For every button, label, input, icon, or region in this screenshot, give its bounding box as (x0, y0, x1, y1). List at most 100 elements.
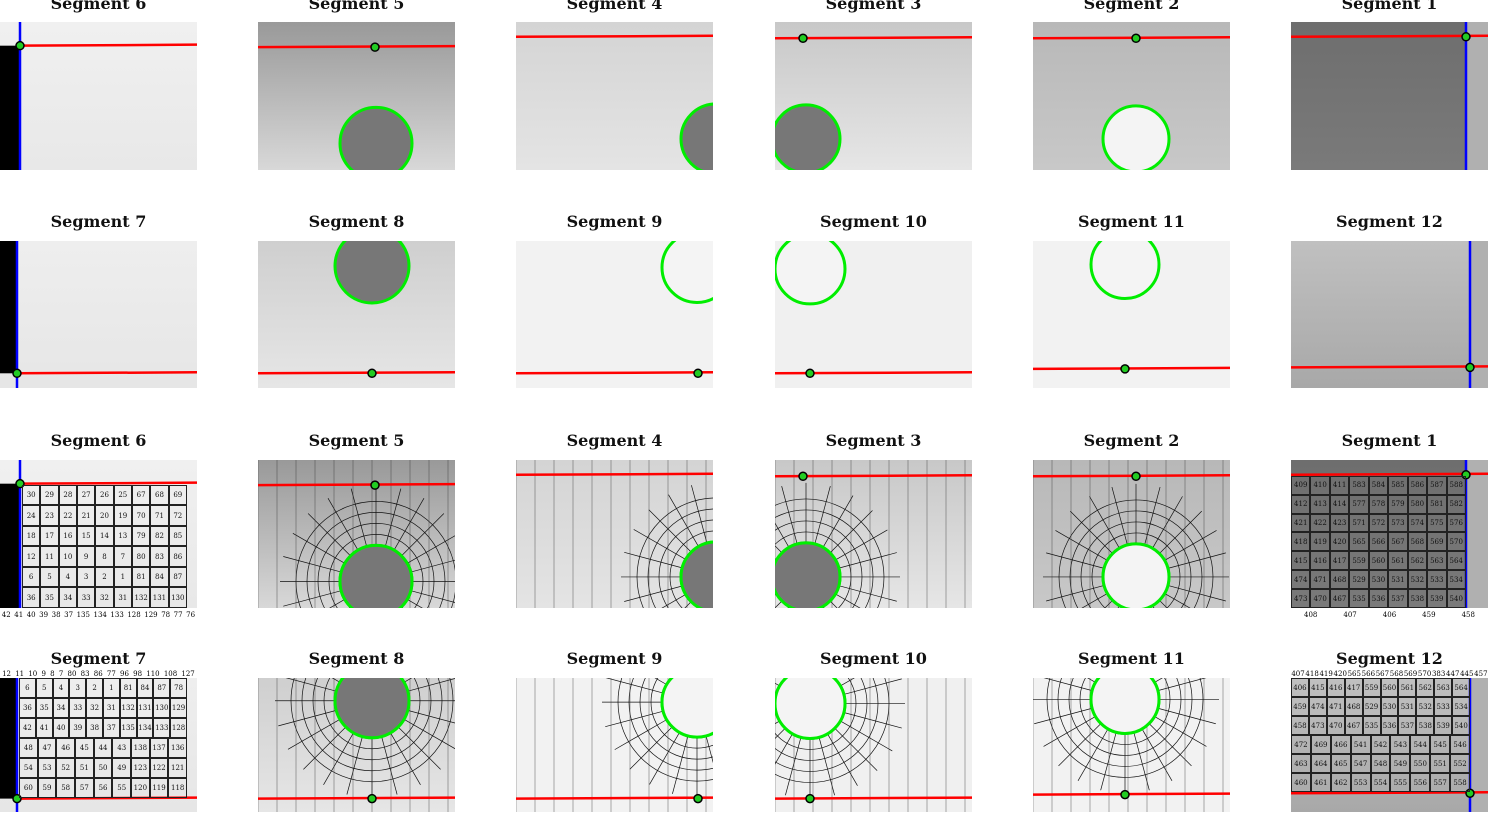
mesh-element-label: 563 (1427, 551, 1447, 571)
corner-marker (367, 368, 377, 379)
mesh-element-label: 23 (40, 505, 59, 526)
mesh-element-label: 583 (1349, 475, 1369, 495)
segment-image (775, 460, 972, 608)
mesh-spoke (633, 529, 686, 560)
boundary-line (516, 371, 713, 375)
segment-overlay (775, 241, 972, 379)
mesh-element-label: 470 (1326, 716, 1345, 736)
mesh-element-label: 582 (1446, 494, 1466, 514)
mesh-spoke (1034, 707, 1093, 725)
segment-image (775, 678, 972, 812)
segment-image (1033, 241, 1230, 388)
mesh-node-label: 78 (161, 611, 171, 619)
segment-image (516, 460, 713, 608)
mesh-spoke (1141, 728, 1173, 782)
mesh-spoke (384, 488, 402, 547)
mesh-spoke (835, 593, 861, 608)
segment-image (1033, 678, 1230, 812)
shadow-region (0, 678, 17, 799)
boundary-line (258, 371, 455, 375)
mesh-node-label: 38 (51, 611, 61, 619)
mesh-element-label: 132 (131, 587, 151, 608)
mesh-spoke (381, 736, 398, 795)
mesh-node-label: 459 (1422, 611, 1436, 619)
mesh-element-label: 468 (1329, 570, 1350, 590)
mesh-node-label: 77 (106, 670, 116, 678)
mesh-element-label: 423 (1329, 513, 1350, 533)
mesh-node-label: 39 (39, 611, 49, 619)
mesh-element-label: 417 (1329, 551, 1350, 571)
mesh-element-label: 416 (1326, 678, 1345, 698)
mesh-element-label: 59 (37, 777, 57, 798)
mesh-spoke (843, 712, 902, 729)
mesh-spoke (1159, 600, 1168, 608)
mesh-element-label: 556 (1410, 773, 1431, 793)
mesh-element-label: 53 (37, 757, 57, 778)
segment-image (1291, 241, 1488, 388)
mesh-node-label: 445 (1460, 670, 1474, 678)
segment-title: Segment 8 (308, 212, 405, 231)
mesh-element-label: 532 (1416, 697, 1435, 717)
mesh-element-label: 41 (35, 717, 53, 738)
mesh-spoke (407, 535, 455, 564)
hole-boundary (333, 241, 411, 305)
segment-image (258, 460, 455, 608)
mesh-spoke (403, 678, 413, 683)
corner-marker (1120, 789, 1130, 800)
mesh-node-label: 129 (144, 611, 158, 619)
boundary-line (516, 796, 713, 800)
mesh-element-label: 557 (1430, 773, 1451, 793)
mesh-element-label: 28 (58, 484, 77, 506)
mesh-element-label: 40 (52, 717, 70, 738)
mesh-element-label: 43 (112, 737, 132, 758)
mesh-element-label: 578 (1368, 494, 1389, 514)
mesh-node-label: 110 (146, 670, 160, 678)
mesh-spoke (697, 607, 699, 608)
hole-boundary (1101, 104, 1171, 170)
mesh-element-label: 130 (168, 587, 187, 608)
mesh-element-label: 554 (1370, 773, 1391, 793)
mesh-element-label: 548 (1370, 754, 1391, 774)
mesh-spoke (775, 558, 777, 561)
mesh-node-label: 133 (110, 611, 124, 619)
mesh-element-label: 56 (93, 777, 113, 798)
mesh-element-label: 87 (168, 566, 187, 588)
mesh-element-label: 5 (35, 678, 53, 698)
segment-overlay (1033, 241, 1230, 374)
mesh-spoke (822, 495, 854, 548)
mesh-element-label: 468 (1344, 697, 1363, 717)
segment-overlay (775, 33, 972, 170)
mesh-element-label: 576 (1446, 513, 1466, 533)
mesh-element-label: 33 (69, 697, 87, 718)
boundary-line (1291, 790, 1488, 795)
mesh-spoke (397, 726, 441, 770)
segment-overlay (775, 460, 972, 608)
mesh-node-label: 407 (1343, 611, 1357, 619)
mesh-spoke (1167, 552, 1226, 569)
corner-marker (370, 480, 380, 490)
mesh-element-label: 574 (1407, 513, 1428, 533)
mesh-node-label: 568 (1389, 670, 1404, 678)
segment-image (1291, 22, 1488, 170)
mesh-element-label: 566 (1368, 532, 1389, 552)
mesh-spoke (1152, 496, 1183, 549)
mesh-element-label: 550 (1410, 754, 1431, 774)
mesh-element-label: 422 (1310, 513, 1330, 533)
mesh-element-label: 568 (1407, 532, 1428, 552)
mesh-spoke (1089, 496, 1120, 549)
mesh-spoke (410, 559, 455, 573)
mesh-spoke (649, 732, 680, 785)
mesh-element-label: 540 (1452, 716, 1471, 736)
mesh-element-label: 42 (19, 717, 36, 738)
mesh-node-label: 135 (76, 611, 90, 619)
segment-image (258, 22, 455, 170)
mesh-node-label: 77 (173, 611, 183, 619)
corner-marker (693, 793, 703, 804)
mesh-node-label: 42 (1, 611, 11, 619)
